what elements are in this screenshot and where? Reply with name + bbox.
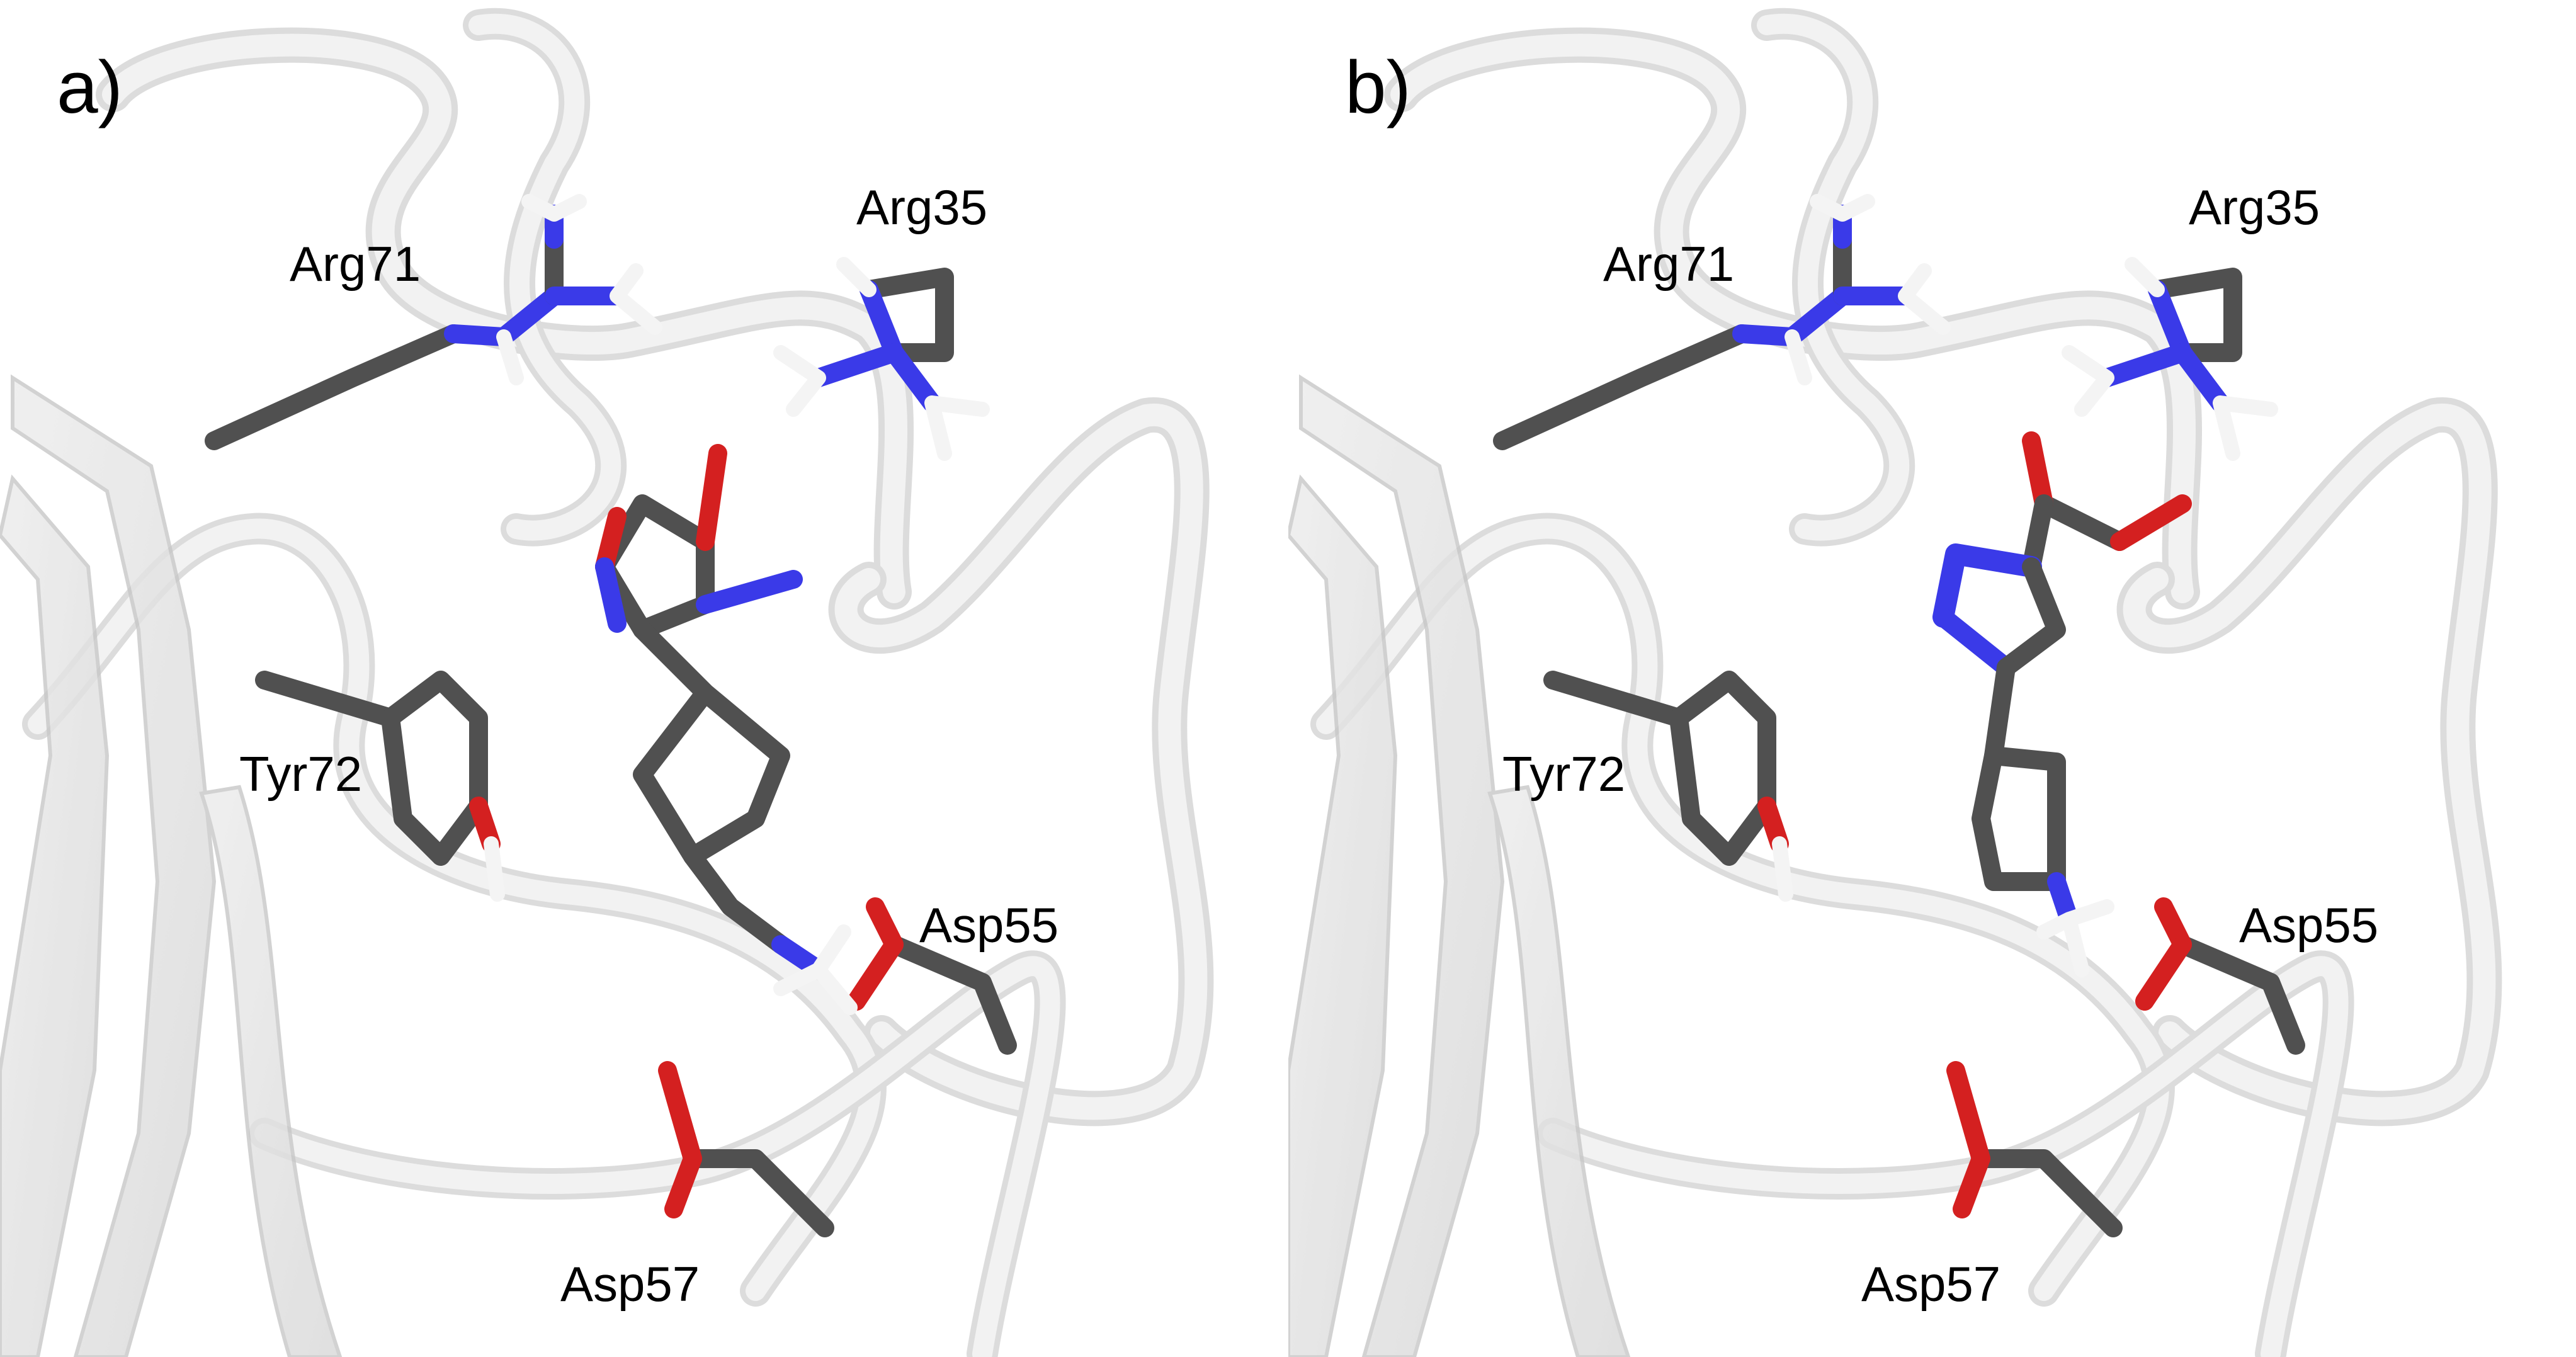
label-arg35: Arg35 (856, 179, 988, 235)
arg71-sticks (1493, 194, 1951, 450)
panel-letter-a: a) (57, 46, 123, 129)
label-asp55: Asp55 (919, 897, 1059, 953)
arg71-sticks (205, 194, 662, 450)
arg35-sticks (773, 257, 990, 461)
label-tyr72: Tyr72 (1502, 746, 1626, 802)
ligand-b-sticks (1932, 431, 2192, 977)
arg35-sticks (2062, 257, 2278, 461)
asp57-sticks (658, 1061, 834, 1237)
tyr72-sticks (1543, 671, 1793, 902)
label-asp57: Asp57 (1861, 1256, 2001, 1312)
ligand-a-sticks (595, 444, 858, 1015)
panel-a: a) Arg71 Arg35 Tyr72 Asp55 Asp57 (0, 8, 1214, 1357)
asp55-sticks (2135, 897, 2305, 1055)
label-arg71: Arg71 (290, 236, 421, 292)
residue-sticks (205, 194, 1017, 1237)
label-asp57: Asp57 (560, 1256, 700, 1312)
beta-sheet (0, 374, 343, 1357)
label-arg35: Arg35 (2189, 179, 2320, 235)
beta-sheet (1288, 374, 1631, 1357)
panel-b: b) Arg71 Arg35 Tyr72 Asp55 Asp57 (1288, 0, 2576, 1357)
asp57-sticks (1946, 1061, 2123, 1237)
molecular-structure-a (0, 8, 1214, 1357)
label-arg71: Arg71 (1603, 236, 1735, 292)
molecular-structure-b (1288, 8, 2502, 1357)
label-asp55: Asp55 (2239, 897, 2379, 953)
tyr72-sticks (255, 671, 505, 902)
residue-sticks (1493, 194, 2305, 1237)
asp55-sticks (847, 897, 1017, 1055)
panel-letter-b: b) (1345, 46, 1411, 129)
label-tyr72: Tyr72 (239, 746, 363, 802)
protein-ribbon (22, 8, 1214, 1357)
